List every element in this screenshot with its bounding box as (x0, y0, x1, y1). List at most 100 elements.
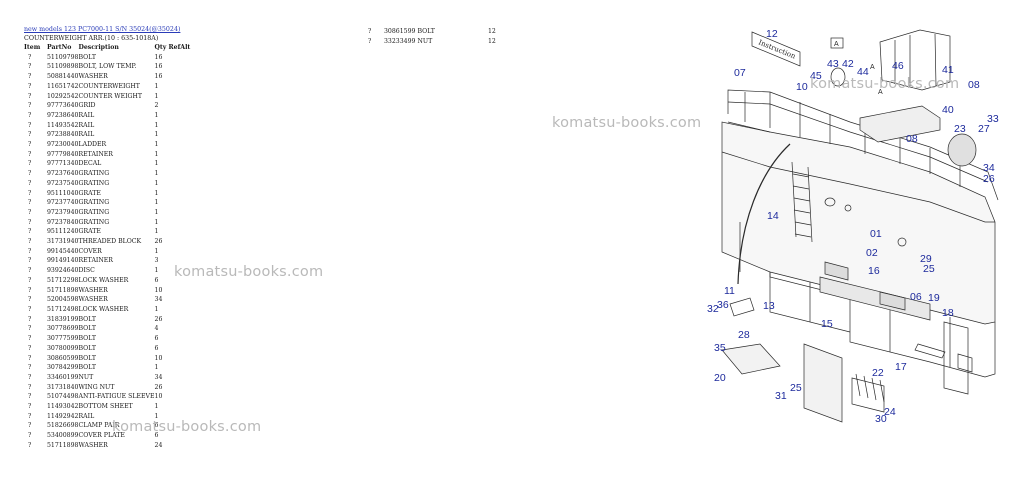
cell-qty: 6 (154, 422, 159, 430)
breadcrumb-link[interactable]: new models 123 PC7000-11 S/N 35024(@3502… (24, 26, 181, 33)
callout-10: 10 (796, 81, 808, 93)
cell-ref (169, 324, 181, 334)
cell-desc: GRID (78, 102, 96, 110)
cell-ref (169, 218, 181, 228)
cell-qty: 1 (154, 247, 159, 255)
cell-desc: RETAINER (78, 150, 113, 158)
cell-alt (180, 140, 190, 150)
callout-17: 17 (895, 361, 907, 373)
cell-qty: 26 (154, 383, 163, 391)
cell-desc: RAIL (78, 111, 95, 119)
cell-item: ? (28, 92, 32, 100)
cell-ref (169, 189, 181, 199)
cell-part: 30778699 (47, 325, 79, 333)
cell-qty: 1 (154, 121, 159, 129)
cell-part: 97237740 (47, 199, 79, 207)
cell-part: 97237840 (47, 218, 79, 226)
cell-qty: 1 (154, 403, 159, 411)
cell-part: 93924640 (47, 267, 79, 275)
callout-43: 43 (827, 58, 839, 70)
cell-desc: WING NUT (78, 383, 115, 391)
cell-ref (169, 179, 181, 189)
cell-desc: GRATING (78, 208, 110, 216)
cell-desc: BOTTOM SHEET (78, 403, 133, 411)
cell-item: ? (28, 121, 32, 129)
cell-qty: 16 (154, 73, 163, 81)
cell-qty: 10 (154, 286, 163, 294)
cell-qty: 12 (488, 28, 496, 35)
callout-12: 12 (766, 28, 778, 40)
cell-ref (169, 286, 181, 296)
cell-item: ? (28, 63, 32, 71)
cell-item: ? (28, 403, 32, 411)
callout-15: 15 (821, 318, 833, 330)
cell-desc: BOLT (78, 335, 96, 343)
cell-alt (180, 344, 190, 354)
cell-item: ? (28, 247, 32, 255)
cell-qty: 3 (154, 257, 159, 265)
cell-part: 52004598 (47, 296, 79, 304)
cell-qty: 26 (154, 238, 163, 246)
callout-26: 26 (983, 173, 995, 185)
watermark: komatsu-books.com (552, 115, 702, 131)
cell-ref (169, 92, 181, 102)
cell-item: ? (28, 73, 32, 81)
callout-13: 13 (763, 300, 775, 312)
cell-item: ? (28, 432, 32, 440)
callout-20: 20 (714, 372, 726, 384)
cell-part: 99145440 (47, 247, 79, 255)
cell-desc: COVER (78, 247, 102, 255)
cell-desc: NUT (417, 37, 433, 45)
callout-33: 33 (987, 113, 999, 125)
cell-qty: 1 (154, 92, 159, 100)
cell-desc: COUNTERWEIGHT (78, 82, 140, 90)
cell-qty: 1 (154, 82, 159, 90)
cell-item: ? (28, 189, 32, 197)
cell-qty: 24 (154, 441, 163, 449)
callout-35: 35 (714, 342, 726, 354)
callout-16: 16 (868, 265, 880, 277)
cell-alt (180, 363, 190, 373)
cell-qty: 1 (154, 228, 159, 236)
cell-item: ? (28, 111, 32, 119)
cell-qty: 2 (154, 102, 159, 110)
view-marker-a: A (878, 89, 883, 96)
callout-28: 28 (738, 329, 750, 341)
cell-qty: 4 (154, 325, 159, 333)
cell-ref (169, 373, 181, 383)
cell-desc: WASHER (78, 73, 108, 81)
cell-desc: GRATE (78, 228, 101, 236)
cell-ref (169, 354, 181, 364)
col-qty: Qty (154, 44, 167, 51)
cell-part: 51826698 (47, 422, 79, 430)
cell-desc: ANTI-FATIGUE SLEEVE (78, 393, 155, 401)
col-partno: PartNo (47, 44, 72, 51)
cell-part: 30861599 BOLT (384, 27, 488, 37)
cell-alt (180, 62, 190, 72)
cell-part: 51712498 (47, 305, 79, 313)
cell-item: ? (28, 315, 32, 323)
cell-part: 99149140 (47, 257, 79, 265)
cell-qty: 16 (154, 53, 163, 61)
cell-alt (180, 198, 190, 208)
cell-part: 30861599 (384, 28, 416, 35)
cell-item: ? (28, 373, 32, 381)
cell-ref (169, 441, 181, 451)
cell-item: ? (28, 53, 32, 61)
callout-42: 42 (842, 58, 854, 70)
